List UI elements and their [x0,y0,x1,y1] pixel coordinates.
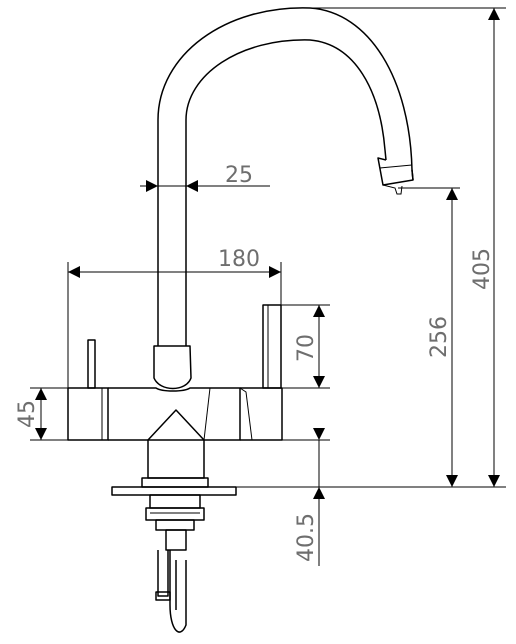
left-handle [87,339,96,389]
dim-label-25: 25 [225,163,253,188]
right-lever [262,304,282,389]
supply-hose [157,550,169,597]
dim-label-180: 180 [218,247,260,272]
dim-total-height: 405 [470,8,500,487]
base-plate [111,486,237,496]
dim-label-45: 45 [15,400,40,428]
dim-lever-height: 70 [294,305,325,388]
dim-base-to-body: 40.5 [294,428,325,566]
body-cone [147,409,205,441]
dim-body-height: 45 [15,388,47,440]
dim-label-40-5: 40.5 [294,513,319,562]
dim-overall-width: 180 [68,247,281,278]
dim-label-70: 70 [294,334,319,362]
dim-label-405: 405 [470,248,495,290]
spout-collar [153,345,192,390]
fixing-nut [149,494,201,509]
faucet-outline [67,7,414,633]
extension-lines [30,7,506,488]
spout-tip [377,157,414,186]
dim-label-256: 256 [427,316,452,358]
dim-spout-width: 25 [140,163,270,192]
spout-outer [157,7,414,346]
spout-inner [185,39,387,346]
dim-outlet-height: 256 [427,188,458,487]
